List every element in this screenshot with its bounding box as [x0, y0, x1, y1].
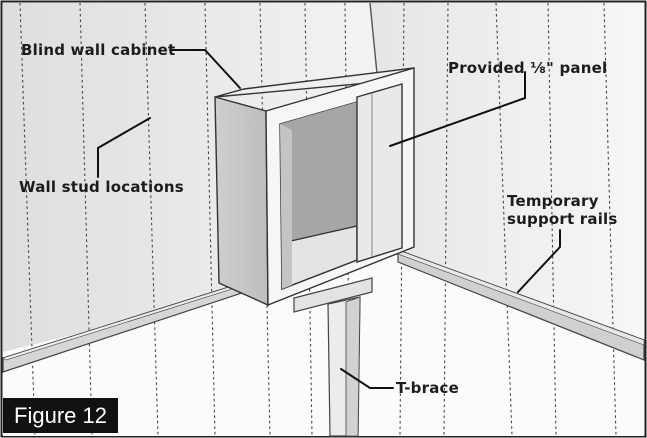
leader-rails — [517, 229, 561, 293]
figure-number-tag: Figure 12 — [3, 398, 118, 433]
leader-panel — [389, 71, 526, 147]
label-t-brace: T-brace — [396, 379, 459, 397]
stud-line — [603, 2, 617, 437]
stud-line — [443, 2, 449, 437]
cabinet-back-wall — [280, 102, 357, 255]
leader-brace — [340, 368, 394, 389]
label-rails-line2: support rails — [507, 210, 618, 228]
stud-line — [19, 2, 36, 437]
cabinet-left-side — [214, 96, 269, 307]
label-blind-wall-cabinet: Blind wall cabinet — [21, 41, 176, 59]
leader-studs — [97, 117, 151, 178]
support-rail-right — [397, 249, 645, 361]
stud-line — [144, 2, 159, 437]
stud-line — [79, 2, 93, 437]
blind-wall-cabinet — [214, 67, 415, 307]
floor — [3, 255, 644, 436]
label-temporary-support-rails: Temporary support rails — [507, 192, 618, 228]
leader-lines — [97, 49, 561, 389]
label-wall-stud-locations: Wall stud locations — [19, 178, 184, 196]
leader-cabinet — [169, 49, 241, 89]
stud-line — [495, 2, 513, 437]
label-rails-line1: Temporary — [507, 192, 599, 210]
t-brace — [293, 277, 373, 437]
provided-panel — [356, 83, 403, 263]
label-provided-panel: Provided ⅛" panel — [448, 59, 608, 77]
stud-line — [547, 2, 557, 437]
stud-line — [204, 2, 216, 437]
cabinet-inner-side — [280, 124, 292, 289]
